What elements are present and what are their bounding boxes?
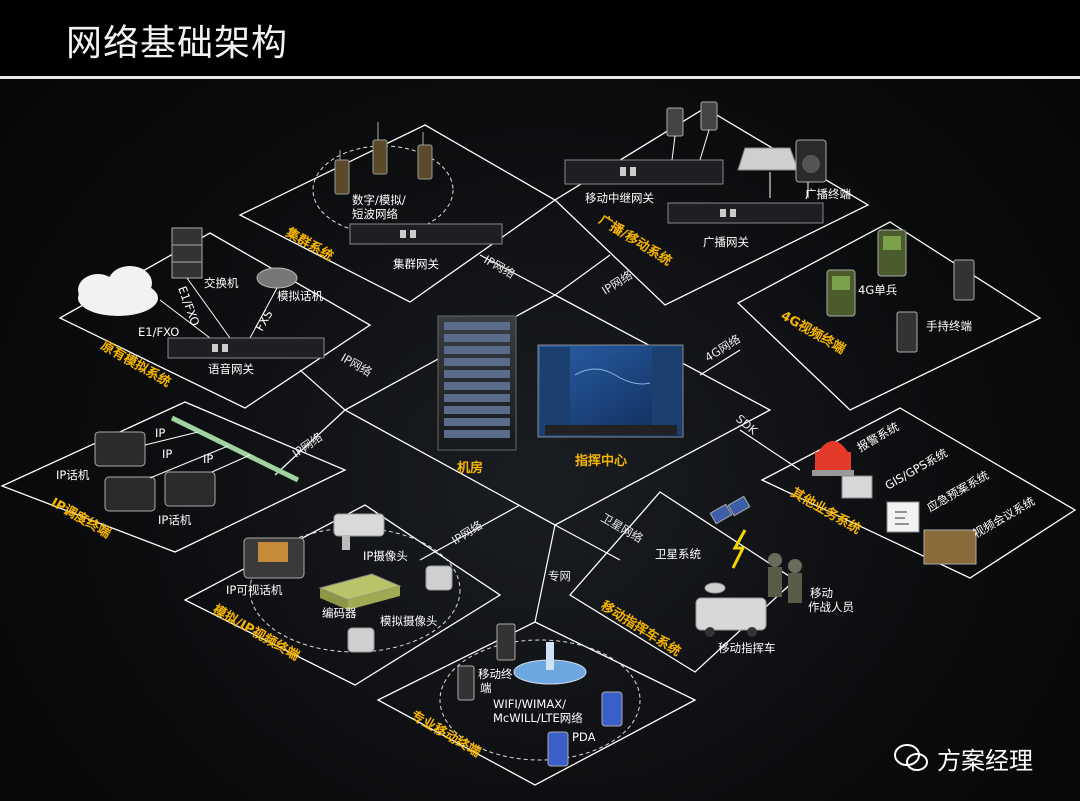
wifi-dashed-loop (439, 639, 641, 761)
cluster-gateway-device-icon (349, 223, 503, 245)
watermark: 方案经理 (893, 738, 1063, 778)
page-title: 网络基础架构 (66, 23, 289, 64)
label-pda: PDA (572, 730, 596, 744)
zone-other-outline (760, 407, 1077, 579)
server-rack-icon (437, 315, 517, 451)
command-vehicle-icon (695, 582, 767, 637)
zone-mobile-cmd-outline (569, 491, 797, 673)
label-4g-soldier: 4G单兵 (858, 283, 897, 297)
radio-handset-icons (334, 122, 433, 195)
zone-mobile-cmd-label: 移动指挥车系统 (598, 598, 684, 660)
label-ip-c: IP (203, 452, 213, 466)
hub-command-center-label: 指挥中心 (575, 453, 627, 469)
label-alarm-system: 报警系统 (855, 419, 902, 454)
zone-4g-outline (736, 221, 1042, 411)
label-mobile-terminal-2: 端 (480, 681, 492, 695)
link-ip-jiqun: IP网络 (482, 252, 518, 281)
label-mobile-staff-2: 作战人员 (808, 600, 854, 614)
satellite-icon (709, 495, 751, 525)
zone-pro-mobile-label: 专业移动终端 (408, 708, 484, 761)
relay-gateway-device-icon (564, 159, 724, 185)
ip-videophone-icon (243, 537, 305, 579)
link-ip-ipterm: IP网络 (290, 430, 326, 461)
ip-phone-icons (94, 431, 216, 512)
zone-pro-mobile-outline (376, 621, 697, 786)
gis-map-icon (841, 475, 873, 499)
zone-jiqun-outline (238, 124, 557, 303)
voice-gateway-device-icon (167, 337, 325, 359)
label-cluster-gateway: 集群网关 (393, 257, 439, 271)
label-satellite-system: 卫星系统 (655, 547, 701, 561)
hub-machine-room-label: 机房 (457, 460, 483, 476)
ip-phone-links (144, 431, 251, 479)
analog-system-links (159, 277, 278, 339)
emergency-plan-icon (886, 501, 920, 533)
label-broadcast-terminal: 广播终端 (805, 187, 851, 201)
label-switch: 交换机 (204, 276, 239, 290)
zone-ip-outline (0, 401, 347, 553)
label-ip-a: IP (155, 426, 165, 440)
label-wifi-2: McWILL/LTE网络 (493, 711, 583, 725)
label-ip-phone-2: IP话机 (158, 513, 192, 527)
alarm-light-icon (812, 441, 854, 476)
label-short-wave: 短波网络 (352, 207, 398, 221)
label-video-conference: 视频会议系统 (971, 494, 1038, 541)
broadcast-gateway-device-icon (667, 202, 824, 224)
zone-jiqun-label: 集群系统 (282, 224, 336, 264)
link-private: 专网 (548, 569, 571, 583)
link-4g: 4G网络 (702, 332, 743, 365)
label-digital-radio: 数字/模拟/ (352, 193, 406, 207)
title-divider (0, 76, 1080, 79)
label-emergency-plan: 应急预案系统 (925, 468, 992, 515)
cloud-icon (78, 266, 158, 316)
label-broadcast-gateway: 广播网关 (703, 235, 749, 249)
ip-bus-bar (170, 415, 300, 483)
switch-cabinet-icon (171, 227, 203, 279)
hub-links (274, 254, 801, 623)
label-mobile-staff-1: 移动 (810, 586, 833, 600)
label-ip-videophone: IP可视话机 (226, 583, 283, 597)
label-relay-gateway: 移动中继网关 (585, 191, 654, 205)
pda-icons (547, 691, 623, 767)
signal-bolt-icon (731, 529, 747, 569)
label-voice-gateway: 语音网关 (208, 362, 254, 376)
link-ip-yuanyou: IP网络 (339, 350, 375, 379)
zone-ip-label: IP调度终端 (48, 495, 113, 542)
label-handheld-terminal: 手持终端 (926, 319, 972, 333)
zone-analog-video-label: 模拟/IP视频终端 (210, 602, 302, 664)
title-bar (0, 0, 1080, 76)
label-gis-system: GIS/GPS系统 (883, 445, 951, 492)
zone-guangbo-label: 广播/移动系统 (596, 212, 675, 269)
keyboard-console-icon (737, 147, 799, 171)
wireless-tower-icon (513, 642, 587, 685)
ip-camera-icon (333, 513, 385, 550)
label-encoder: 编码器 (322, 606, 357, 620)
wechat-icon (894, 744, 928, 771)
label-analog-camera: 模拟摄像头 (380, 614, 438, 628)
watermark-text: 方案经理 (937, 746, 1033, 775)
label-analog-phone: 模拟话机 (277, 289, 323, 303)
link-ip-video: IP网络 (449, 518, 485, 548)
analog-phone-icon (256, 267, 298, 289)
handheld-device-icons-top (666, 101, 718, 161)
label-e1-fxo-lower: E1/FXO (138, 325, 179, 339)
analog-camera-icon (347, 565, 453, 653)
link-ip-guangbo: IP网络 (599, 268, 635, 298)
label-ip-b: IP (162, 447, 172, 461)
4g-terminal-icons (826, 229, 975, 353)
encoder-device-icon (318, 573, 402, 610)
label-ip-phone-1: IP话机 (56, 468, 90, 482)
label-wifi-1: WIFI/WIMAX/ (493, 697, 566, 711)
speaker-icon (795, 139, 827, 183)
radio-dashed-loop (312, 145, 454, 235)
video-conference-icon (923, 529, 977, 565)
label-ip-camera: IP摄像头 (363, 549, 408, 563)
field-personnel-icon (768, 553, 802, 603)
label-mobile-terminal-1: 移动终 (478, 667, 513, 681)
label-mobile-command-car: 移动指挥车 (718, 641, 776, 655)
command-center-screen-icon (537, 344, 684, 438)
zone-yuanyou-label: 原有模拟系统 (98, 338, 174, 391)
mobile-terminal-icons (457, 623, 516, 701)
